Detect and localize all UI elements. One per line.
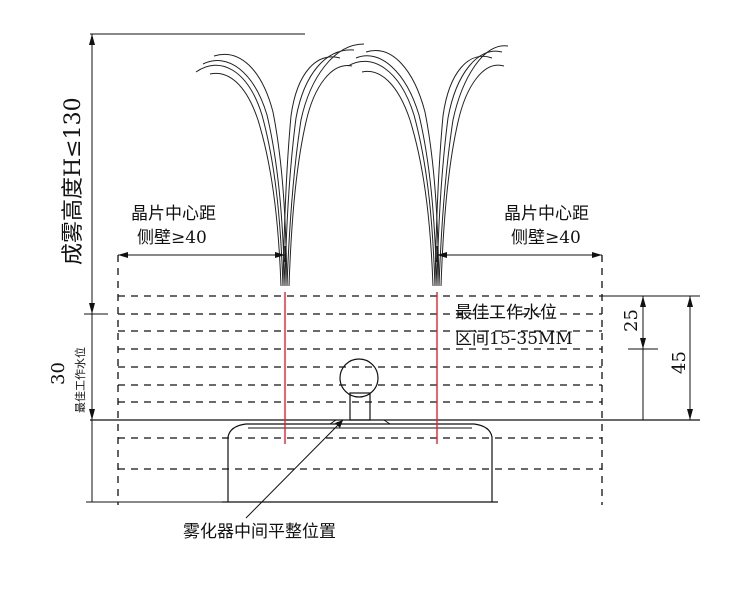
- best-water-level-line2: 区间15-35MM: [455, 329, 573, 349]
- dimension-mist-height: [84, 33, 305, 503]
- best-water-level-line1: 最佳工作水位: [455, 303, 557, 323]
- dimension-chip-wall-right: [436, 246, 602, 262]
- dimension-chip-wall-left: [118, 246, 286, 262]
- atomizer-leader: [245, 419, 344, 519]
- chip-distance-right-line2: 侧壁≥40: [511, 228, 581, 248]
- chip-distance-left-line2: 侧壁≥40: [137, 228, 207, 248]
- chip-distance-right-line1: 晶片中心距: [504, 204, 589, 224]
- atomizer-chip-dome: [339, 358, 379, 421]
- left-30-caption: 最佳工作水位: [73, 347, 87, 413]
- mist-spray-right: [347, 45, 509, 287]
- dim-45-value: 45: [669, 351, 690, 374]
- mist-height-label: 成雾高度H≤130: [61, 97, 86, 265]
- left-30-value: 30: [48, 362, 69, 385]
- atomizer-note: 雾化器中间平整位置: [183, 522, 336, 542]
- chip-distance-left-line1: 晶片中心距: [131, 204, 216, 224]
- dimension-25: [602, 295, 700, 420]
- water-level-lines: [118, 295, 602, 470]
- mist-spray-left: [195, 43, 365, 287]
- dim-25-value: 25: [621, 309, 642, 332]
- dimension-45: [687, 296, 693, 420]
- atomizer-body: [222, 419, 498, 503]
